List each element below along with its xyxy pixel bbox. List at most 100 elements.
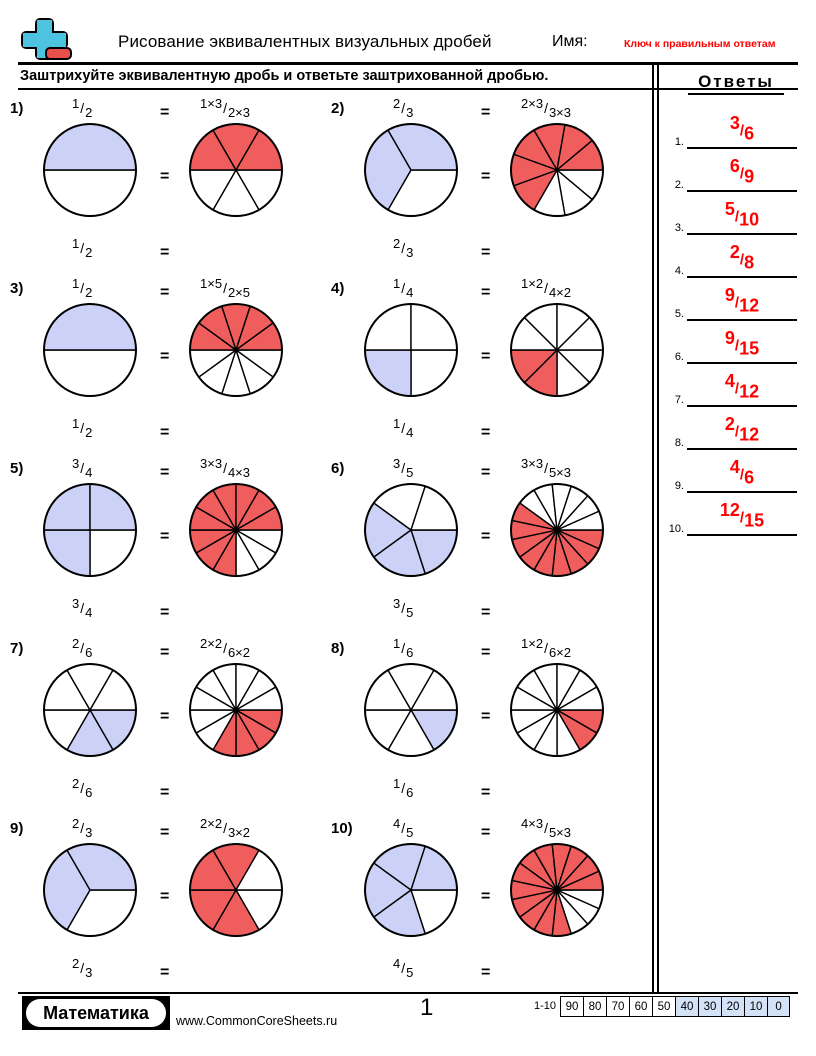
score-scale-cell: 10	[744, 996, 768, 1017]
problem-source-fraction: 2/6	[72, 636, 92, 660]
fraction: 1/2	[72, 416, 92, 440]
problem-restated-fraction: 2/3	[72, 956, 92, 980]
answer-blank-line	[687, 190, 797, 192]
score-scale-cell: 0	[767, 996, 791, 1017]
pie-outline	[364, 483, 458, 577]
fraction-numerator: 1×2	[521, 636, 544, 651]
equivalent-pie-chart[interactable]	[188, 842, 284, 938]
fraction-numerator: 2	[393, 96, 401, 111]
problem-source-fraction: 1/6	[393, 636, 413, 660]
pie-outline	[510, 303, 604, 397]
fraction-denominator: 2	[85, 284, 93, 300]
fraction: 4×3/5×3	[521, 816, 571, 840]
equivalent-pie-chart[interactable]	[188, 482, 284, 578]
equals-sign: =	[481, 464, 491, 481]
problem-target-fraction: 4×3/5×3	[521, 816, 571, 840]
answer-denominator: 12	[739, 296, 760, 316]
equivalent-pie-chart[interactable]	[188, 302, 284, 398]
score-scale-cell: 80	[583, 996, 607, 1017]
answer-row-number: 1.	[674, 136, 684, 148]
pie-outline	[189, 663, 283, 757]
fraction: 1/2	[72, 96, 92, 120]
equals-sign: =	[481, 284, 491, 301]
answer-row: 9.4/6	[660, 450, 800, 493]
fraction-slash: /	[80, 820, 85, 837]
answer-value: 5/10	[687, 199, 797, 231]
answer-slash: /	[734, 294, 740, 312]
score-scale-cell: 90	[560, 996, 584, 1017]
score-scale-cell: 60	[629, 996, 653, 1017]
answer-denominator: 12	[739, 425, 760, 445]
equivalent-pie-svg	[189, 663, 283, 757]
problem-number: 3)	[10, 280, 24, 297]
answer-numerator: 9	[724, 328, 735, 349]
fraction-numerator: 4	[393, 816, 401, 831]
answer-slash: /	[739, 509, 745, 527]
equivalent-pie-chart[interactable]	[509, 662, 605, 758]
answer-blank-line	[687, 491, 797, 493]
equals-sign: =	[481, 824, 491, 841]
equivalent-pie-svg	[510, 123, 604, 217]
fraction-slash: /	[80, 960, 85, 977]
source-pie-chart	[42, 302, 138, 398]
fraction-slash: /	[544, 640, 548, 657]
fraction-numerator: 2×2	[200, 636, 223, 651]
fraction-denominator: 5	[406, 824, 414, 840]
fraction-numerator: 3	[393, 596, 401, 611]
fraction-slash: /	[544, 280, 548, 297]
fraction-numerator: 3	[393, 456, 401, 471]
fraction-slash: /	[401, 240, 406, 257]
answer-value: 3/6	[687, 113, 797, 145]
fraction-slash: /	[80, 280, 85, 297]
answer-value: 9/12	[687, 285, 797, 317]
equals-sign: =	[481, 964, 491, 981]
problem-target-fraction: 2×2/6×2	[200, 636, 250, 660]
pie-outline	[364, 303, 458, 397]
fraction: 3/5	[393, 596, 413, 620]
equivalent-pie-chart[interactable]	[509, 122, 605, 218]
equivalent-pie-chart[interactable]	[188, 122, 284, 218]
vertical-divider-left	[652, 62, 654, 992]
fraction-denominator: 6×2	[548, 644, 572, 660]
source-pie-svg	[364, 303, 458, 397]
fraction-slash: /	[223, 460, 227, 477]
answer-value: 4/12	[687, 371, 797, 403]
fraction-slash: /	[223, 100, 227, 117]
name-label: Имя:	[552, 33, 588, 50]
problem-target-fraction: 2×2/3×2	[200, 816, 250, 840]
pie-outline	[510, 483, 604, 577]
equivalent-pie-chart[interactable]	[509, 842, 605, 938]
answer-denominator: 9	[744, 167, 755, 187]
fraction: 1/2	[72, 236, 92, 260]
fraction-denominator: 6×2	[227, 644, 251, 660]
fraction-slash: /	[80, 600, 85, 617]
fraction-slash: /	[544, 820, 548, 837]
answer-blank-line	[687, 319, 797, 321]
pie-outline	[43, 483, 137, 577]
fraction: 2/3	[393, 96, 413, 120]
equals-sign: =	[160, 824, 170, 841]
answer-slash: /	[739, 165, 745, 183]
pie-outline	[510, 123, 604, 217]
fraction-denominator: 2	[85, 104, 93, 120]
source-pie-chart	[363, 842, 459, 938]
fraction-slash: /	[80, 640, 85, 657]
equivalent-pie-chart[interactable]	[509, 482, 605, 578]
fraction-slash: /	[401, 780, 406, 797]
answer-numerator: 2	[729, 242, 740, 263]
equals-sign: =	[160, 528, 170, 545]
fraction-slash: /	[401, 640, 406, 657]
pie-outline	[510, 843, 604, 937]
source-pie-svg	[364, 663, 458, 757]
problem-source-fraction: 3/5	[393, 456, 413, 480]
fraction-slash: /	[80, 460, 85, 477]
fraction-numerator: 1	[72, 236, 80, 251]
equivalent-pie-chart[interactable]	[509, 302, 605, 398]
answer-blank-line	[687, 448, 797, 450]
equivalent-pie-chart[interactable]	[188, 662, 284, 758]
